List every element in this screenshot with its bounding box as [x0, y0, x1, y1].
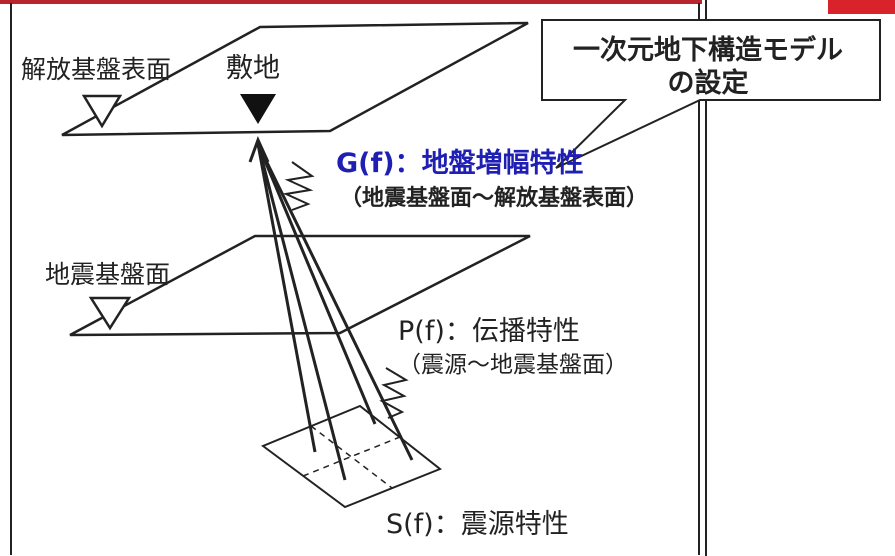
ray-path [256, 143, 414, 461]
site-amplification-range: （地震基盤面～解放基盤表面） [340, 186, 649, 211]
bedrock-surface-label: 解放基盤表面 [21, 55, 172, 84]
content-frame [10, 3, 700, 555]
source-characteristic-title: S(f)：震源特性 [386, 509, 569, 540]
corner-accent-bar [828, 0, 895, 14]
bedrock-surface-plane [61, 21, 529, 137]
wave-wiggle-icon [282, 161, 315, 211]
callout-line-2: の設定 [667, 68, 749, 99]
header-accent-bar [0, 0, 702, 4]
source-fault-plane [260, 404, 442, 509]
propagation-range: （震源～地震基盤面） [398, 352, 628, 378]
callout-line-1: 一次元地下構造モデル [573, 35, 843, 66]
seismic-bedrock-plane [69, 234, 531, 337]
seismic-bedrock-marker-icon [88, 296, 132, 331]
site-marker-icon [240, 94, 276, 124]
arrowhead-icon [248, 136, 270, 163]
site-label: 敷地 [226, 53, 280, 84]
seismic-bedrock-label: 地震基盤面 [45, 260, 171, 289]
bedrock-surface-marker-icon [81, 94, 123, 129]
wave-wiggle-icon [379, 367, 409, 419]
propagation-title: P(f)：伝播特性 [398, 316, 580, 347]
ray-path [256, 143, 347, 481]
site-amplification-title: G(f)：地盤増幅特性 [336, 148, 584, 179]
callout-bubble [541, 19, 881, 169]
ray-path [256, 143, 317, 453]
callout-text: 一次元地下構造モデル の設定 [548, 34, 868, 100]
ray-path [256, 143, 377, 425]
side-divider [705, 0, 707, 556]
